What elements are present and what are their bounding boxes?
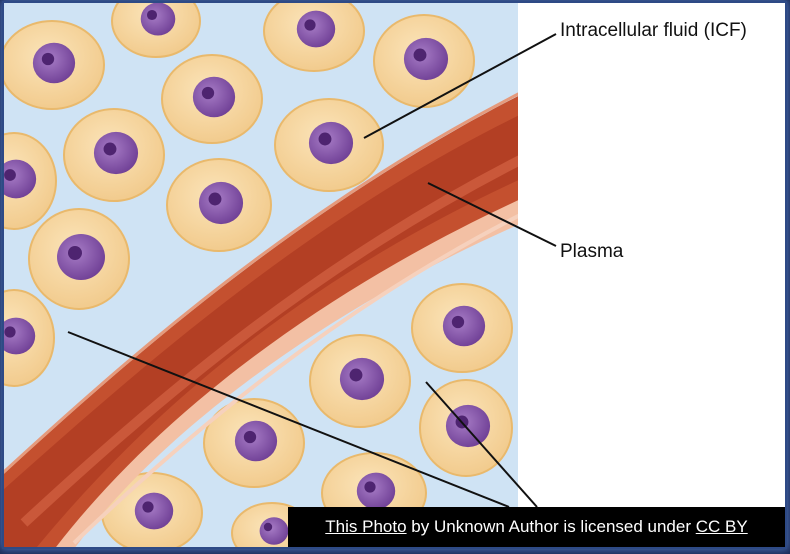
photo-link[interactable]: This Photo bbox=[325, 517, 407, 536]
cell-nucleus bbox=[403, 37, 449, 81]
cell-nucleus bbox=[308, 121, 354, 165]
cell-nucleolus bbox=[208, 192, 222, 206]
cell-nucleolus bbox=[364, 481, 376, 493]
attribution-text: by Unknown Author is licensed under bbox=[406, 517, 696, 536]
cell-nucleolus bbox=[304, 19, 316, 31]
cell-nucleolus bbox=[413, 48, 427, 62]
cell-nucleolus bbox=[451, 315, 465, 329]
cell-nucleolus bbox=[243, 430, 257, 444]
leader-line-interstitial-a bbox=[67, 331, 510, 508]
fluid-compartments-illustration bbox=[4, 3, 557, 547]
cell-nucleus bbox=[93, 131, 139, 175]
label-intracellular-fluid: Intracellular fluid (ICF) bbox=[560, 20, 747, 41]
cell-nucleus bbox=[259, 517, 289, 545]
cell-nucleus bbox=[57, 234, 105, 280]
cell-nucleus bbox=[234, 420, 278, 462]
cell-nucleolus bbox=[349, 368, 363, 382]
cell-nucleus bbox=[442, 305, 486, 347]
attribution-bar: This Photo by Unknown Author is licensed… bbox=[288, 507, 785, 547]
cell-nucleus bbox=[356, 472, 396, 510]
cell-nucleus bbox=[134, 492, 174, 530]
cell-nucleus bbox=[192, 76, 236, 118]
license-link[interactable]: CC BY bbox=[695, 517, 748, 536]
cell-nucleolus bbox=[142, 501, 154, 513]
cell-nucleus bbox=[32, 42, 76, 84]
cell-nucleolus bbox=[318, 132, 332, 146]
cell-nucleus bbox=[4, 159, 37, 199]
cell-nucleolus bbox=[146, 9, 158, 21]
cell-nucleus bbox=[198, 181, 244, 225]
cell-nucleolus bbox=[68, 246, 82, 260]
cell-nucleolus bbox=[103, 142, 117, 156]
diagram-frame: Intracellular fluid (ICF) Plasma This Ph… bbox=[4, 3, 785, 547]
cell-nucleolus bbox=[4, 169, 16, 181]
cell-nucleolus bbox=[41, 52, 55, 66]
leader-line-interstitial-b bbox=[425, 381, 538, 508]
cell-nucleus bbox=[140, 3, 176, 36]
label-plasma: Plasma bbox=[560, 241, 624, 262]
leader-line-icf bbox=[363, 33, 557, 139]
cell-nucleus bbox=[296, 10, 336, 48]
cell-nucleolus bbox=[201, 86, 215, 100]
blood-vessel bbox=[4, 92, 518, 547]
leader-line-plasma bbox=[427, 182, 557, 247]
cell-nucleolus bbox=[263, 522, 273, 532]
cell-nucleus bbox=[339, 357, 385, 401]
cell-nucleolus bbox=[4, 326, 16, 338]
